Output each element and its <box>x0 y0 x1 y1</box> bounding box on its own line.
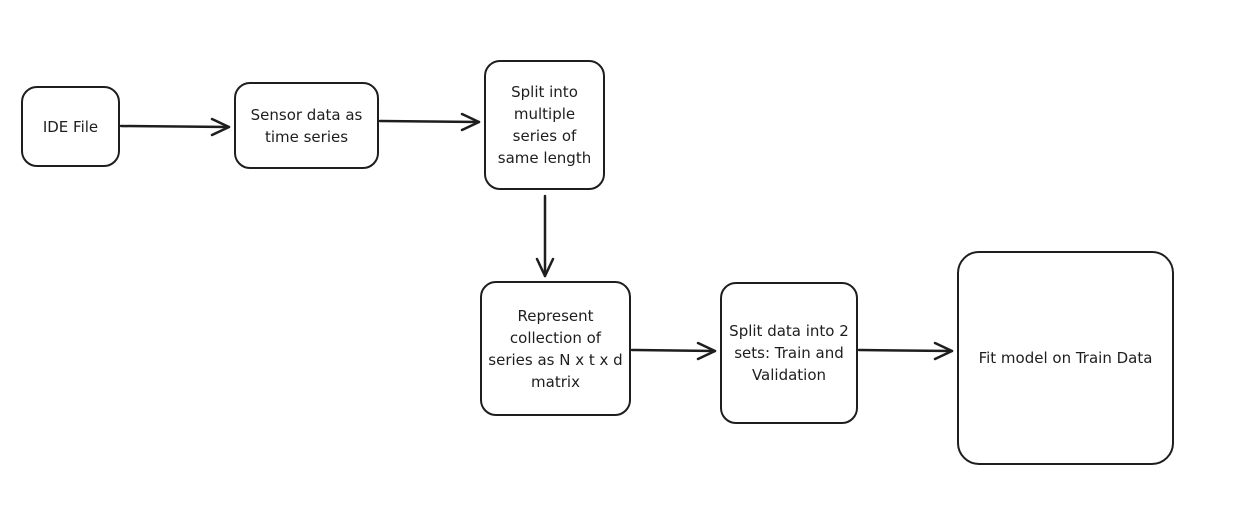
arrow-represent-to-splitdata <box>630 341 717 361</box>
node-fit-model: Fit model on Train Data <box>957 251 1174 465</box>
arrow-sensor-to-split <box>378 112 481 132</box>
node-sensor-data: Sensor data as time series <box>234 82 379 169</box>
node-split-data-label: Split data into 2 sets: Train and Valida… <box>729 322 849 384</box>
node-sensor-data-label: Sensor data as time series <box>250 105 363 146</box>
node-fit-model-label: Fit model on Train Data <box>978 349 1153 367</box>
node-split-series: Split into multiple series of same lengt… <box>484 60 605 190</box>
arrow-split-to-represent <box>535 194 555 278</box>
node-ide-file-label: IDE File <box>42 117 99 136</box>
node-split-series-label: Split into multiple series of same lengt… <box>497 83 592 167</box>
arrow-splitdata-to-fit <box>857 341 954 361</box>
node-represent-matrix: Represent collection of series as N x t … <box>480 281 631 416</box>
node-ide-file: IDE File <box>21 86 120 167</box>
node-represent-matrix-label: Represent collection of series as N x t … <box>488 306 623 391</box>
node-split-data: Split data into 2 sets: Train and Valida… <box>720 282 858 424</box>
arrow-ide-to-sensor <box>119 117 231 137</box>
